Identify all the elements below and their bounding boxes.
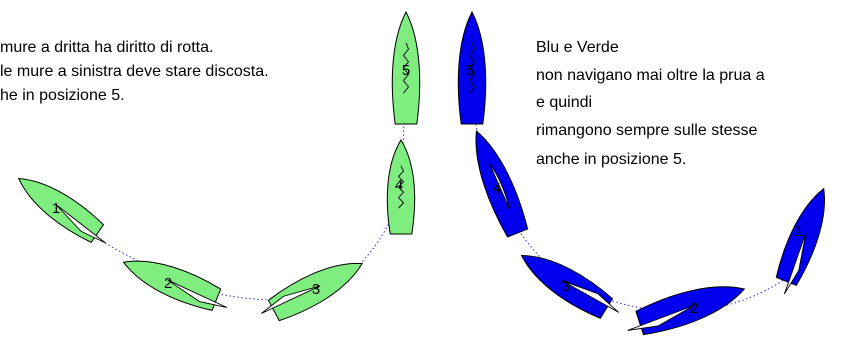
right-text-line-4: rimangono sempre sulle stesse	[536, 122, 758, 139]
green-sail-1	[55, 204, 106, 244]
green-boat-number-1: 1	[52, 200, 60, 217]
green-boat-3	[261, 263, 363, 322]
green-boat-1	[17, 177, 106, 244]
blue-boat-number-2: 2	[690, 300, 698, 317]
blue-hull-1	[775, 187, 825, 287]
blue-sail-2	[627, 304, 695, 331]
left-text-line-1: mure a dritta ha diritto di rotta.	[0, 39, 214, 56]
green-boat-number-5: 5	[402, 62, 410, 79]
green-boat-number-3: 3	[312, 281, 320, 298]
blue-boat-4	[475, 129, 529, 238]
blue-boat-3	[520, 254, 619, 319]
green-boat-4	[386, 139, 416, 235]
green-luffing-sail-5	[402, 42, 410, 94]
green-boat-2	[122, 260, 227, 311]
green-luffing-sail-4	[397, 165, 405, 209]
left-text-line-3: he in posizione 5.	[0, 87, 125, 104]
right-text-line-3: e quindi	[536, 94, 593, 111]
green-boat-number-4: 4	[395, 177, 403, 194]
blue-hull-3	[520, 254, 614, 319]
right-text-line-5: anche in posizione 5.	[536, 151, 687, 168]
green-hull-3	[267, 263, 363, 322]
boats-layer: 1 2 3 4 5 1 2 3 4 5	[17, 10, 825, 336]
blue-hull-5	[457, 10, 487, 125]
blue-boat-5	[457, 10, 487, 125]
green-hull-5	[391, 10, 421, 125]
green-sail-3	[261, 285, 321, 314]
blue-sail-1	[783, 232, 807, 295]
blue-boat-number-4: 4	[493, 180, 501, 197]
blue-boat-number-1: 1	[795, 223, 803, 240]
blue-track-line	[474, 119, 807, 313]
blue-sail-4	[489, 163, 511, 210]
blue-sail-3	[561, 280, 619, 313]
green-boat-5	[391, 10, 421, 125]
blue-luffing-sail-5	[468, 42, 476, 94]
blue-boat-number-3: 3	[562, 278, 570, 295]
blue-boat-2	[627, 286, 746, 336]
green-sail-2	[167, 279, 227, 308]
green-hull-4	[386, 139, 416, 235]
green-boat-number-2: 2	[164, 275, 172, 292]
blue-hull-4	[475, 129, 529, 238]
blue-boat-number-5: 5	[466, 62, 474, 79]
right-text-line-1: Blu e Verde	[536, 39, 619, 56]
right-text-line-2: non navigano mai oltre la prua a	[536, 67, 765, 84]
blue-boat-1	[775, 187, 825, 295]
left-text-line-2: le mure a sinistra deve stare discosta.	[0, 63, 269, 80]
